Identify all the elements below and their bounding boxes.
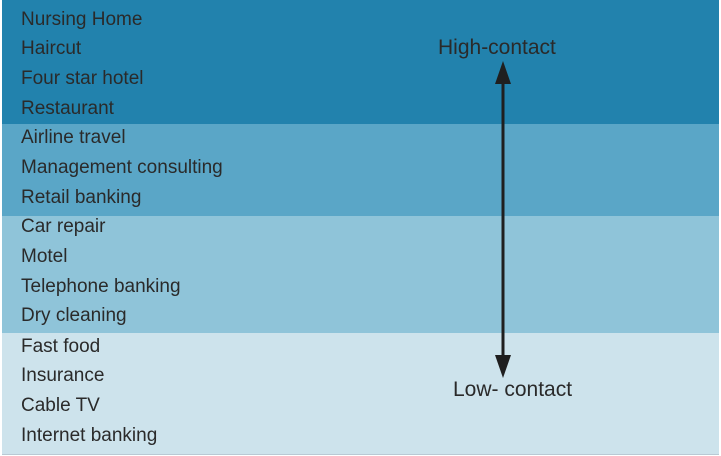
service-item-cable-tv: Cable TV xyxy=(21,395,100,416)
service-item-motel: Motel xyxy=(21,246,68,267)
service-item-haircut: Haircut xyxy=(21,38,82,59)
service-item-restaurant: Restaurant xyxy=(21,98,114,119)
service-item-telephone-banking: Telephone banking xyxy=(21,276,181,297)
service-item-insurance: Insurance xyxy=(21,365,105,386)
arrow-head-down xyxy=(495,355,511,378)
service-item-internet-banking: Internet banking xyxy=(21,425,158,446)
service-item-car-repair: Car repair xyxy=(21,216,106,237)
lower-middle-contact-band xyxy=(2,216,719,333)
arrow-head-up xyxy=(495,61,511,84)
high-contact-band xyxy=(2,0,719,124)
high-contact-label: High-contact xyxy=(438,36,556,59)
service-item-fast-food: Fast food xyxy=(21,336,101,357)
service-item-nursing-home: Nursing Home xyxy=(21,9,143,30)
service-item-four-star-hotel: Four star hotel xyxy=(21,68,144,89)
low-contact-label: Low- contact xyxy=(453,378,573,401)
low-contact-band xyxy=(2,333,719,454)
service-item-airline-travel: Airline travel xyxy=(21,127,126,148)
service-item-dry-cleaning: Dry cleaning xyxy=(21,305,127,326)
upper-middle-contact-band xyxy=(2,124,719,216)
service-item-retail-banking: Retail banking xyxy=(21,187,142,208)
service-item-management-consulting: Management consulting xyxy=(21,157,223,178)
